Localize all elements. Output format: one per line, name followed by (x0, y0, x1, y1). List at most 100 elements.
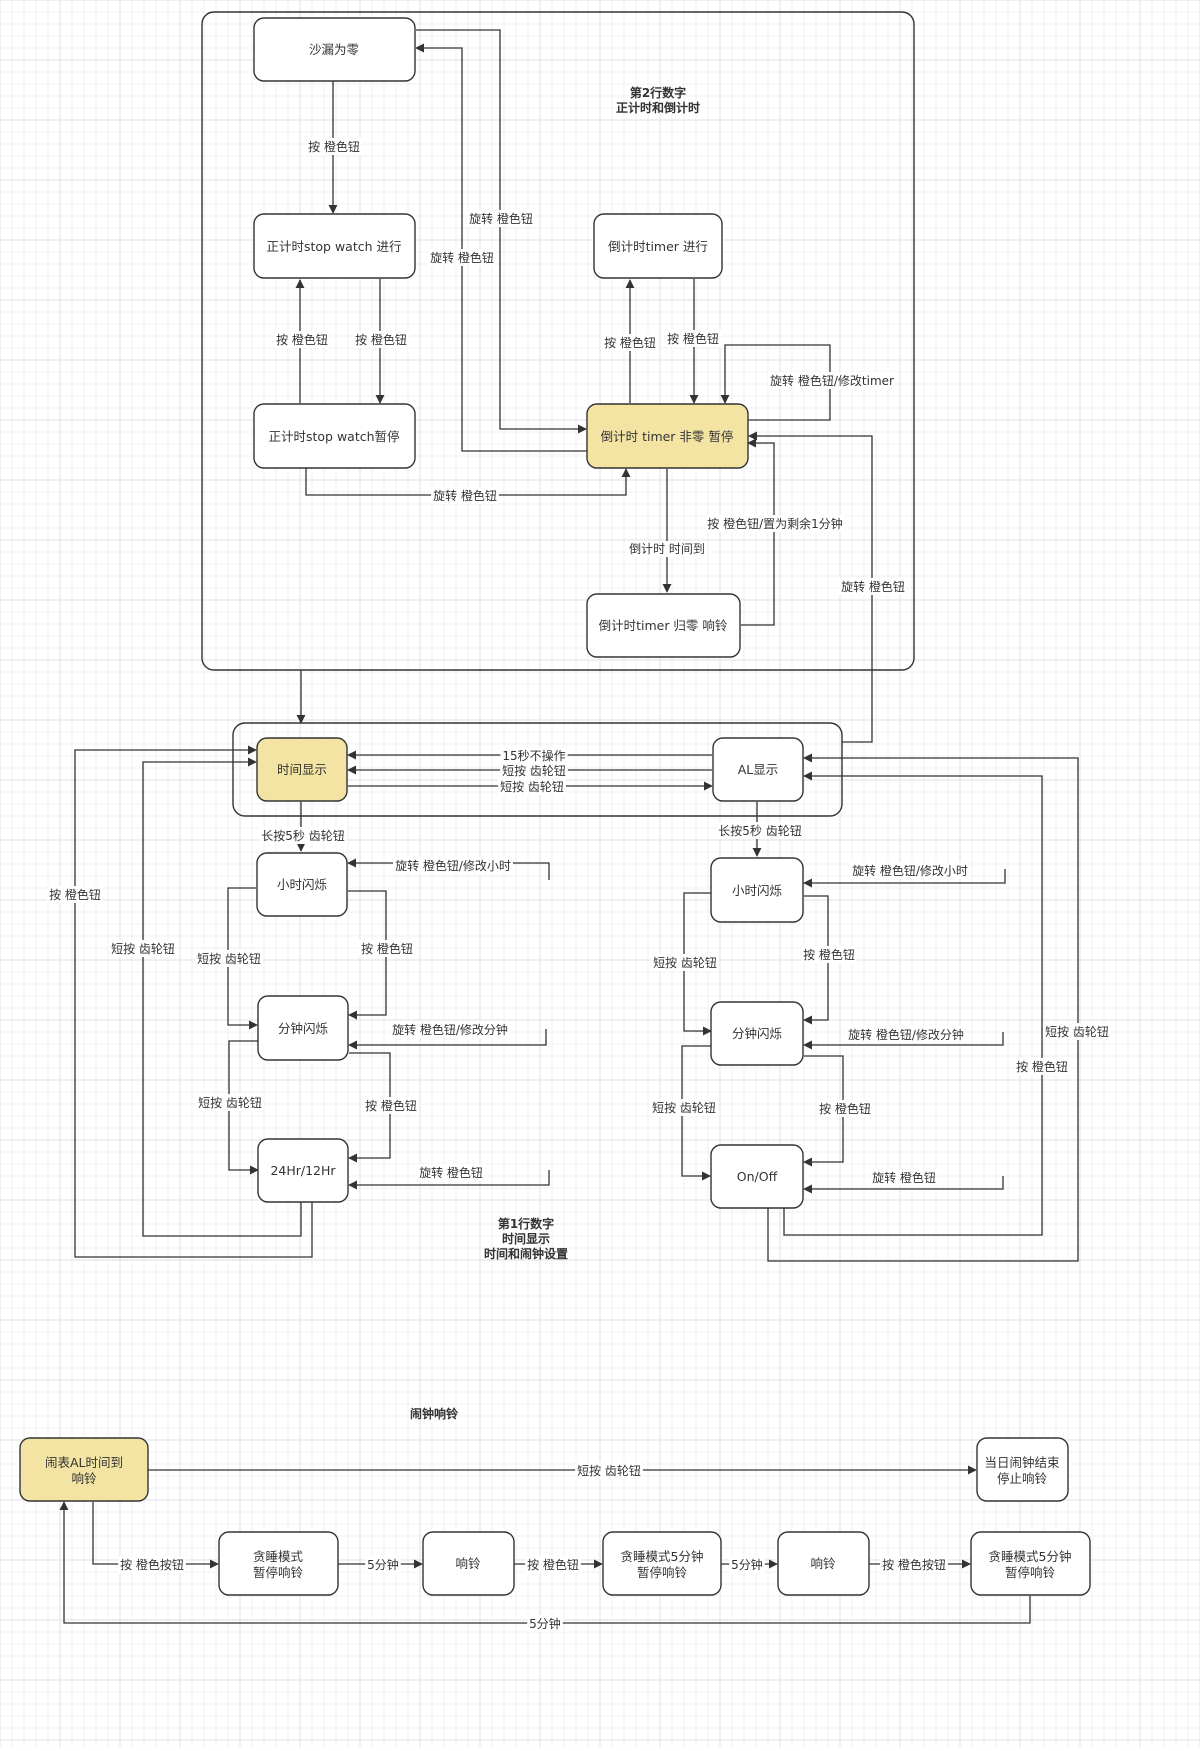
edge-minl-self-loop (348, 1029, 547, 1050)
label-press-orange-1: 按 橙色钮 (308, 139, 360, 154)
edge-hourr-self-loop (803, 869, 1006, 888)
node-stopwatch-running: 正计时stop watch 进行 (253, 213, 416, 279)
svg-text:倒计时timer 归零 响铃: 倒计时timer 归零 响铃 (599, 618, 728, 633)
label-rotate-modify-timer: 旋转 橙色钮/修改timer (770, 373, 894, 388)
label-five-min-back: 5分钟 (529, 1616, 561, 1631)
label-rotate-orange-3: 旋转 橙色钮 (433, 488, 497, 503)
node-on-off: On/Off (710, 1144, 804, 1209)
label-short-gear-right-1: 短按 齿轮钮 (653, 955, 717, 970)
svg-text:On/Off: On/Off (737, 1169, 778, 1184)
label-rotate-orange-2: 旋转 橙色钮 (430, 250, 494, 265)
svg-text:贪睡模式5分钟: 贪睡模式5分钟 (989, 1549, 1072, 1564)
edge-label-background (705, 515, 845, 532)
edge-label-background (47, 886, 103, 903)
svg-text:倒计时 timer 非零 暂停: 倒计时 timer 非零 暂停 (601, 429, 734, 444)
edge-label-background (665, 330, 721, 347)
edge-label-background (195, 950, 263, 967)
label-rot-orange-left: 旋转 橙色钮 (419, 1165, 483, 1180)
label-short-gear-alarm: 短按 齿轮钮 (577, 1463, 641, 1478)
svg-text:贪睡模式: 贪睡模式 (253, 1549, 304, 1564)
node-time-display: 时间显示 (256, 737, 348, 802)
edge-onoff-to-al-orange (783, 771, 1043, 1236)
label-five-min-2: 5分钟 (731, 1557, 763, 1572)
svg-text:响铃: 响铃 (455, 1556, 481, 1571)
edge-label-background (729, 1556, 765, 1573)
edge-label-background (527, 1615, 563, 1632)
edge-label-background (627, 541, 707, 557)
edge-label-background (850, 862, 970, 879)
node-stopwatch-paused: 正计时stop watch暂停 (253, 403, 416, 469)
edge-label-background (363, 1097, 419, 1114)
edge-label-background (498, 778, 566, 795)
edge-label-background (525, 1556, 581, 1573)
edge-24-to-time-gear (142, 757, 302, 1237)
label-short-gear-right-2: 短按 齿轮钮 (652, 1100, 716, 1115)
label-short-gear-left-1: 短按 齿轮钮 (197, 951, 261, 966)
edge-label-background (575, 1462, 643, 1479)
label-press-orange-2: 按 橙色钮 (276, 332, 328, 347)
label-rotate-orange-4: 旋转 橙色钮 (841, 579, 905, 594)
label-press-orange-left-2: 按 橙色钮 (365, 1098, 417, 1113)
label-short-gear-1: 短按 齿轮钮 (502, 763, 566, 778)
label-press-orange-back-right: 按 橙色钮 (1016, 1059, 1068, 1074)
label-press-orange-left-1: 按 橙色钮 (361, 941, 413, 956)
edge-label-background (417, 1164, 485, 1181)
svg-text:贪睡模式5分钟: 贪睡模式5分钟 (621, 1549, 704, 1564)
label-short-gear-back-right: 短按 齿轮钮 (1045, 1024, 1109, 1039)
edge-label-background (870, 1169, 938, 1186)
row1-title-line1: 第1行数字 (498, 1216, 554, 1231)
svg-text:暂停响铃: 暂停响铃 (1005, 1565, 1056, 1580)
edge-label-background (801, 946, 857, 963)
edge-label-background (359, 940, 415, 957)
label-press-orange-4: 按 橙色钮 (604, 335, 656, 350)
label-rot-mod-min-left: 旋转 橙色钮/修改分钟 (392, 1022, 508, 1037)
edge-label-background (768, 372, 897, 389)
edge-onoff-to-al-gear (767, 753, 1079, 1262)
alarm-section-title: 闹钟响铃 (410, 1406, 459, 1421)
node-snooze-1: 贪睡模式 暂停响铃 (218, 1531, 339, 1596)
row1-title-line3: 时间和闹钟设置 (484, 1246, 568, 1261)
node-hour-flash-right: 小时闪烁 (710, 857, 804, 923)
svg-text:响铃: 响铃 (71, 1471, 97, 1486)
edge-label-background (839, 578, 907, 595)
label-rot-mod-hour-right: 旋转 橙色钮/修改小时 (852, 863, 968, 878)
node-minute-flash-right: 分钟闪烁 (710, 1001, 804, 1066)
label-press-orange-btn-1: 按 橙色按钮 (120, 1557, 184, 1572)
edge-label-background (428, 249, 496, 266)
node-alarm-ring: 闹表AL时间到 响铃 (19, 1437, 149, 1502)
label-short-gear-back-left: 短按 齿轮钮 (111, 941, 175, 956)
edge-label-background (109, 940, 177, 957)
edge-label-background (817, 1100, 873, 1117)
svg-text:响铃: 响铃 (810, 1556, 836, 1571)
edge-label-background (393, 857, 513, 874)
node-snooze-2: 贪睡模式5分钟 暂停响铃 (602, 1531, 722, 1596)
edge-label-background (1014, 1058, 1070, 1075)
label-press-orange-right-2: 按 橙色钮 (819, 1101, 871, 1116)
node-sand-zero: 沙漏为零 (253, 17, 416, 82)
label-short-gear-left-2: 短按 齿轮钮 (198, 1095, 262, 1110)
row1-display-container (232, 722, 843, 817)
label-press-orange-a: 按 橙色钮 (527, 1557, 579, 1572)
row2-title-line1: 第2行数字 (630, 85, 686, 100)
node-timer-paused: 倒计时 timer 非零 暂停 (586, 403, 749, 469)
node-al-display: AL显示 (712, 737, 804, 802)
edge-label-background (306, 138, 362, 155)
edge-label-background (716, 822, 804, 839)
label-five-min-1: 5分钟 (367, 1557, 399, 1572)
svg-text:分钟闪烁: 分钟闪烁 (278, 1021, 328, 1036)
node-snooze-3: 贪睡模式5分钟 暂停响铃 (970, 1531, 1091, 1596)
label-rot-mod-hour-left: 旋转 橙色钮/修改小时 (395, 858, 511, 873)
edge-label-background (390, 1021, 510, 1038)
label-rot-mod-min-right: 旋转 橙色钮/修改分钟 (848, 1027, 964, 1042)
label-press-set-1min: 按 橙色钮/置为剩余1分钟 (707, 516, 843, 531)
svg-text:停止响铃: 停止响铃 (997, 1471, 1048, 1486)
edge-label-background (500, 747, 568, 764)
edge-label-background (880, 1556, 948, 1573)
label-rotate-orange-1: 旋转 橙色钮 (469, 211, 533, 226)
edge-label-background (651, 954, 719, 971)
edge-timerpause-self-loop (720, 344, 831, 421)
edge-sand-to-timerpause (416, 29, 587, 434)
edge-label-background (467, 210, 535, 227)
label-long-5s-right: 长按5秒 齿轮钮 (718, 823, 801, 838)
label-press-orange-3: 按 橙色钮 (355, 332, 407, 347)
